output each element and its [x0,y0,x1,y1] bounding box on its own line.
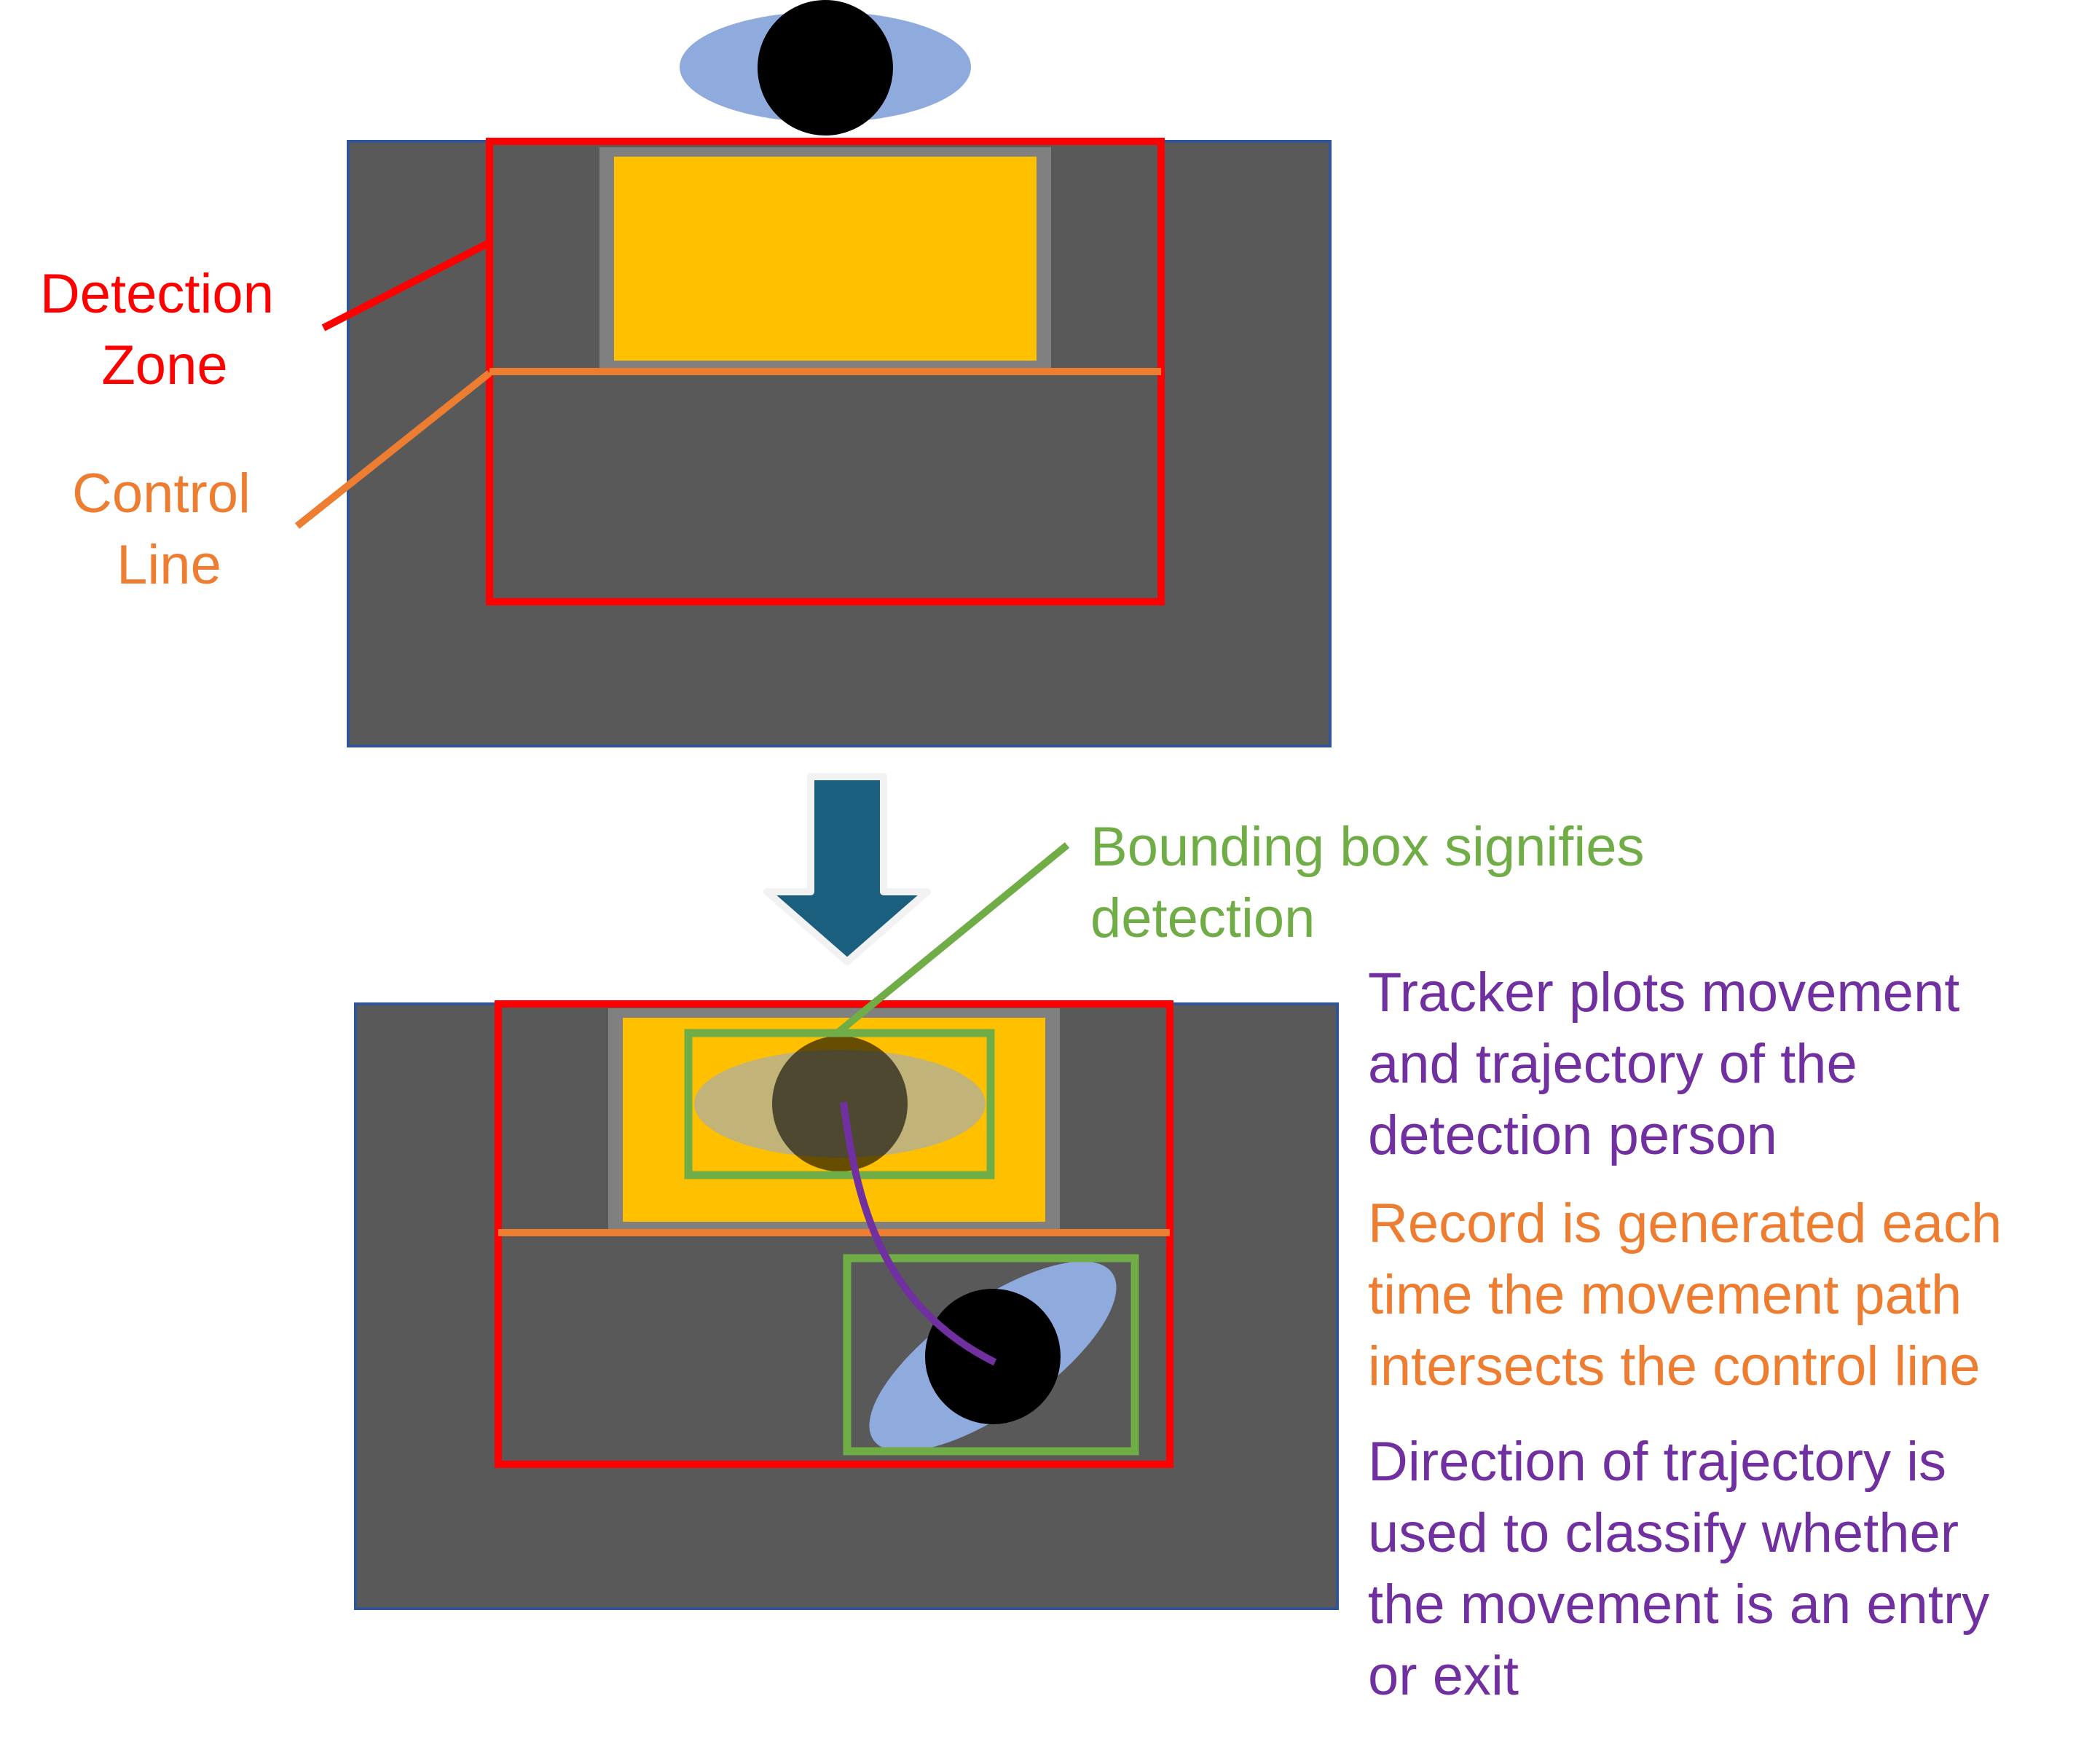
current-bounding-box [843,1254,1139,1456]
down-arrow [763,773,931,965]
control-line-leader [294,370,492,529]
current-person-head [925,1289,1061,1424]
bottom-camera-view [354,842,1339,1610]
detection-zone-label: Detection Zone [40,263,289,396]
bounding-box-label: Bounding box signifies detection [1090,816,1660,949]
direction-label: Direction of trajectory is used to class… [1368,1431,2005,1707]
top-person-head [758,0,893,136]
detection-zone-leader [321,239,492,331]
top-camera-view [294,0,1332,747]
previous-person-head [772,1036,908,1171]
tracker-label: Tracker plots movement and trajectory of… [1368,962,1975,1166]
control-line-label: Control Line [72,463,266,596]
top-door [614,157,1037,361]
trajectory-path [840,1102,997,1366]
bounding-box-leader [833,842,1070,1037]
record-label: Record is generated each time the moveme… [1368,1193,2017,1397]
